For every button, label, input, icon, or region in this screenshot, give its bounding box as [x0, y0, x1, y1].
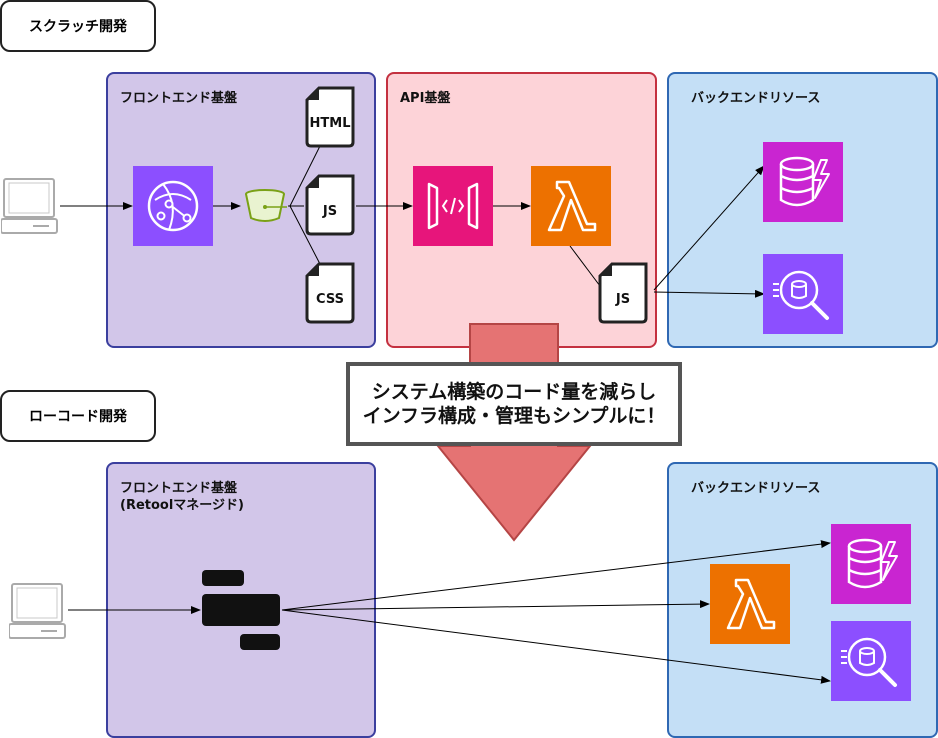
html-file-label: HTML [309, 116, 351, 131]
summary-banner: システム構築のコード量を減らし インフラ構成・管理もシンプルに！ [346, 362, 682, 446]
summary-banner-line1: システム構築のコード量を減らし [371, 381, 657, 403]
lambda-icon [531, 166, 611, 246]
laptop-icon [1, 178, 58, 234]
scratch-backend-title: バックエンドリソース [691, 91, 821, 106]
lambda-icon [710, 564, 790, 644]
lowcode-frontend-title-line1: フロントエンド基盤 [120, 481, 238, 496]
cloudfront-icon [133, 166, 213, 246]
scratch-frontend-title: フロントエンド基盤 [120, 91, 238, 106]
laptop-icon [9, 583, 66, 639]
scratch-dev-label-text: スクラッチ開発 [29, 19, 127, 35]
athena-icon [763, 254, 843, 334]
lowcode-dev-label: ローコード開発 [0, 390, 156, 442]
lowcode-dev-label-text: ローコード開発 [29, 409, 127, 425]
api-gateway-icon [413, 166, 493, 246]
js-file-label: JS [322, 204, 338, 219]
lowcode-backend-title: バックエンドリソース [691, 481, 821, 496]
js-file-icon: JS [305, 174, 355, 236]
s3-bucket-icon [245, 189, 287, 222]
dynamodb-icon [763, 142, 843, 222]
athena-icon [831, 621, 911, 701]
dynamodb-icon [831, 524, 911, 604]
lambda-js-file-label: JS [615, 292, 631, 307]
css-file-icon: CSS [305, 262, 355, 324]
html-file-icon: HTML [305, 86, 355, 148]
scratch-api-title: API基盤 [400, 91, 451, 106]
retool-logo-icon [202, 570, 280, 650]
scratch-dev-label: スクラッチ開発 [0, 0, 156, 52]
summary-banner-line2: インフラ構成・管理もシンプルに！ [362, 405, 666, 427]
lowcode-frontend-title-line2: (Retoolマネージド) [120, 498, 244, 513]
lowcode-frontend-title: フロントエンド基盤 (Retoolマネージド) [120, 480, 244, 514]
lambda-js-file-icon: JS [598, 262, 648, 324]
css-file-label: CSS [316, 292, 344, 307]
